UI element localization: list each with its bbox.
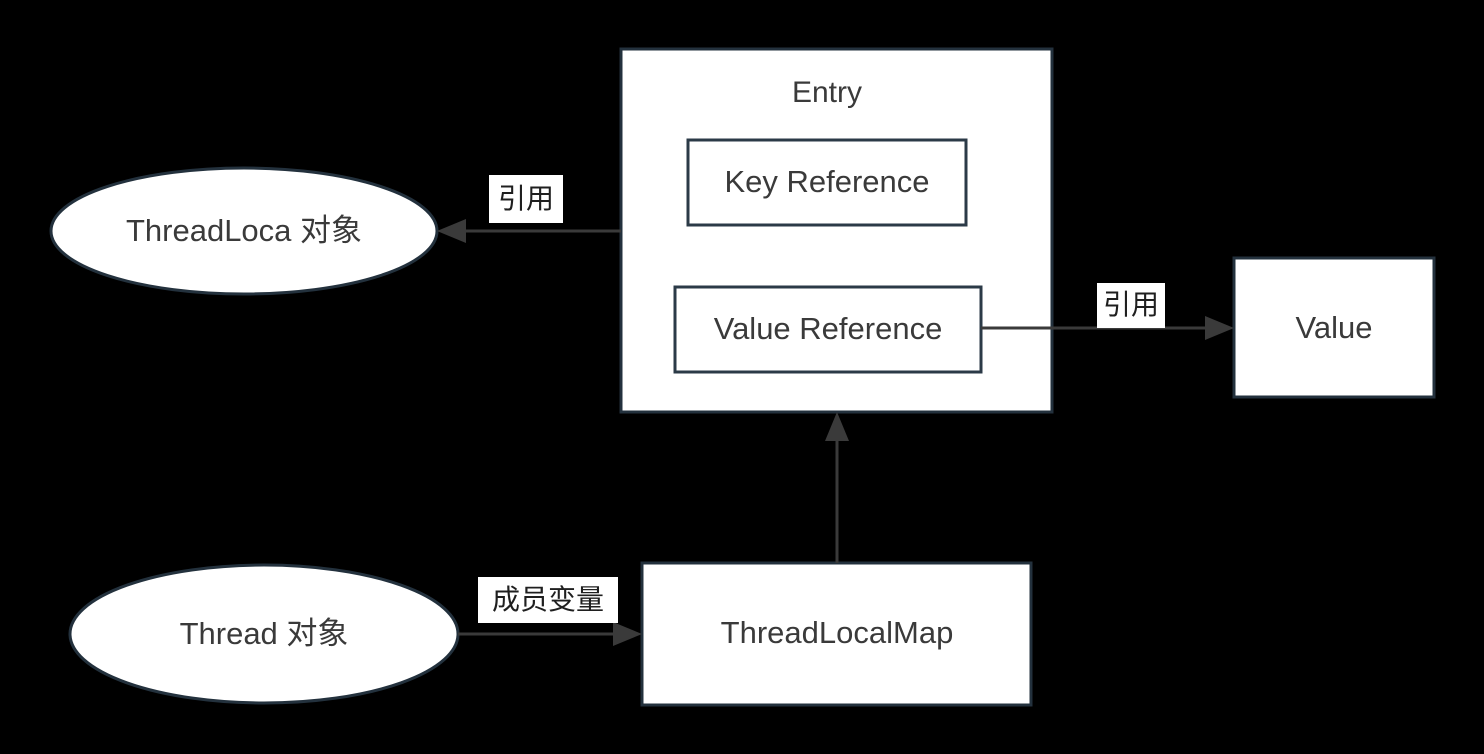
edge-thread-to-map[interactable]: 成员变量 [458,577,642,646]
edge-valueref-to-value[interactable]: 引用 [981,283,1234,340]
arrowhead-up-icon [825,412,849,441]
edge-entry-to-threadlocal[interactable]: 引用 [437,175,621,243]
edge-thread-to-map-label: 成员变量 [492,583,604,616]
arrowhead-left-icon [437,219,466,243]
key-reference-box[interactable] [686,138,968,227]
edge-valueref-to-value-label: 引用 [1103,288,1159,321]
threadlocal-object-label: ThreadLoca 对象 [126,213,362,248]
edge-label-background [478,577,618,623]
value-box[interactable] [1232,256,1436,399]
threadlocalmap-box[interactable] [640,561,1033,707]
thread-object-label: Thread 对象 [180,616,349,651]
arrowhead-right-icon [613,622,642,646]
edge-map-to-entry[interactable] [825,412,849,563]
threadlocalmap-label: ThreadLocalMap [721,615,954,650]
node-threadlocalmap[interactable]: ThreadLocalMap [640,561,1033,707]
entry-label: Entry [792,76,862,109]
arrowhead-right-icon [1205,316,1234,340]
edge-entry-to-threadlocal-label: 引用 [498,182,554,215]
node-value-reference[interactable]: Value Reference [673,285,983,374]
node-key-reference[interactable]: Key Reference [686,138,968,227]
node-threadlocal-object[interactable]: ThreadLoca 对象 [49,166,439,296]
edge-label-background [489,175,563,223]
value-label: Value [1296,310,1373,345]
edge-label-background [1097,283,1165,328]
value-reference-label: Value Reference [714,311,943,346]
node-value[interactable]: Value [1232,256,1436,399]
key-reference-label: Key Reference [724,164,929,199]
node-thread-object[interactable]: Thread 对象 [68,563,460,705]
value-reference-box[interactable] [673,285,983,374]
